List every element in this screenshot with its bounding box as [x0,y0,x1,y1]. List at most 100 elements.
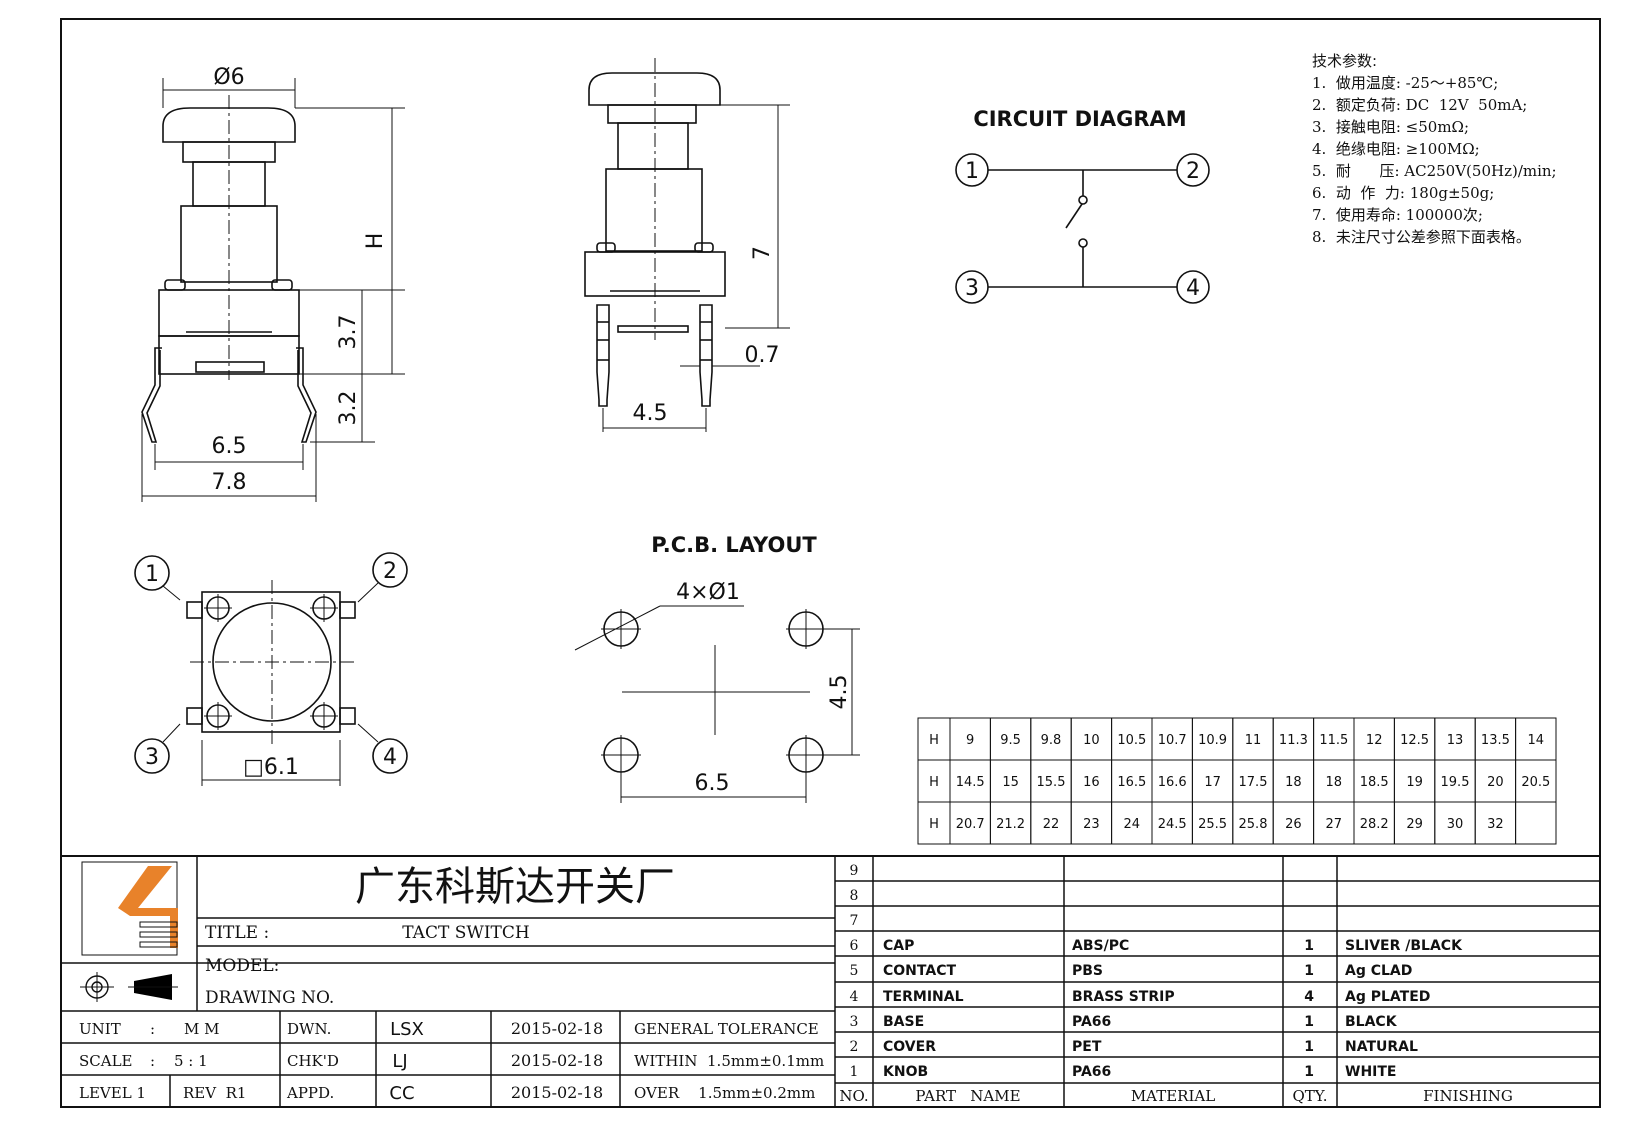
h-table-row-label: H [929,817,939,832]
bom-no: 1 [850,1064,859,1080]
dim-height: H [363,233,388,250]
bom-no: 7 [850,913,859,929]
dim-pin-span-outer: 7.8 [212,470,247,495]
title-value: TACT SWITCH [402,923,529,943]
title-block [61,855,1600,1107]
bom-finishing: Ag CLAD [1345,963,1412,979]
h-table-value: 27 [1326,817,1343,832]
bom-material: PA66 [1072,1014,1111,1030]
appd-label: APPD. [286,1084,334,1102]
bom-no: 5 [850,963,859,979]
bom-no: 2 [850,1039,859,1055]
bom-part-name: COVER [883,1039,936,1055]
dim-pin-width: 0.7 [745,343,780,368]
bom-material: ABS/PC [1072,938,1129,954]
h-table-value: 13 [1447,733,1464,748]
bom-header-part: PART NAME [915,1087,1020,1105]
h-table-value: 12.5 [1400,733,1429,748]
h-table-value: 17.5 [1239,775,1268,790]
h-table-value: 28.2 [1360,817,1389,832]
h-table-value: 20 [1487,775,1504,790]
bom-material: BRASS STRIP [1072,989,1175,1005]
h-table-value: 15.5 [1037,775,1066,790]
bom-material: PBS [1072,963,1103,979]
bom-header-finishing: FINISHING [1423,1087,1513,1105]
h-table-value: 19.5 [1441,775,1470,790]
chkd-date: 2015-02-18 [511,1051,603,1070]
h-table-value: 32 [1487,817,1504,832]
tolerance-over: OVER 1.5mm±0.2mm [634,1084,815,1102]
circuit-pin-2: 2 [1186,159,1200,184]
h-table-value: 18 [1326,775,1343,790]
circuit-pin-3: 3 [965,276,979,301]
dim-body-h: 3.7 [336,315,361,350]
h-table-value: 11.3 [1279,733,1308,748]
bom-header: NO. PART NAME MATERIAL QTY. FINISHING [839,1087,1513,1105]
h-table-value: 16.6 [1158,775,1187,790]
h-table-value: 19 [1406,775,1423,790]
bom-qty: 1 [1304,938,1314,954]
title-label: TITLE : [205,923,269,943]
bom-qty: 4 [1304,989,1314,1005]
scale-value: 5 : 1 [174,1052,208,1070]
h-table-value: 24.5 [1158,817,1187,832]
spec-item: 8. 未注尺寸公差参照下面表格。 [1312,228,1531,246]
bom-part-name: BASE [883,1014,924,1030]
h-table-value: 14.5 [956,775,985,790]
bom-qty: 1 [1304,1039,1314,1055]
h-table-value: 13.5 [1481,733,1510,748]
h-table-value: 16.5 [1117,775,1146,790]
bom-finishing: Ag PLATED [1345,989,1430,1005]
spec-item: 7. 使用寿命: 100000次; [1312,206,1483,224]
dim-side-h: 7 [750,246,775,260]
h-table-value: 18.5 [1360,775,1389,790]
spec-item: 6. 动 作 力: 180g±50g; [1312,184,1494,202]
drawing-frame [60,18,1601,1108]
bom-finishing: NATURAL [1345,1039,1418,1055]
bom-part-name: CAP [883,938,914,954]
rev-label: REV R1 [183,1084,246,1102]
scale-colon: : [150,1052,155,1070]
bom-qty: 1 [1304,1064,1314,1080]
dim-pin-h: 3.2 [336,391,361,426]
spec-item: 4. 绝缘电阻: ≥100MΩ; [1312,140,1480,158]
appd-name: CC [389,1083,414,1104]
model-label: MODEL: [205,956,279,976]
dwn-name: LSX [390,1019,424,1040]
h-table-value: 11 [1245,733,1262,748]
chkd-label: CHK'D [287,1052,339,1070]
top-pin-3: 3 [145,745,159,770]
projection-symbol-icon [80,972,178,1002]
spec-item: 1. 做用温度: -25～+85℃; [1312,74,1498,92]
pcb-layout [574,605,860,803]
dim-side-pitch: 4.5 [633,401,668,426]
dim-body-square: □6.1 [243,755,299,780]
h-table-value: 15 [1002,775,1019,790]
dim-pin-span-inner: 6.5 [212,434,247,459]
h-table-value: 10.5 [1117,733,1146,748]
bom-qty: 1 [1304,963,1314,979]
bom-part-name: KNOB [883,1064,928,1080]
h-table-value: 16 [1083,775,1100,790]
h-table-value: 26 [1285,817,1302,832]
pcb-layout-title: P.C.B. LAYOUT [651,533,817,557]
unit-value: M M [184,1020,220,1038]
dim-pcb-holes: 4×Ø1 [676,580,740,605]
h-table-cell [1515,801,1557,845]
tolerance-within: WITHIN 1.5mm±0.1mm [634,1052,824,1070]
h-table-value: 10 [1083,733,1100,748]
h-table-value: 25.8 [1239,817,1268,832]
bom-no: 8 [850,888,859,904]
circuit-diagram-title: CIRCUIT DIAGRAM [973,107,1186,131]
side-view [584,58,790,432]
h-table-value: 30 [1447,817,1464,832]
h-table-value: 25.5 [1198,817,1227,832]
bom-part-name: CONTACT [883,963,956,979]
top-pin-1: 1 [145,562,159,587]
company-name: 广东科斯达开关厂 [355,864,675,910]
h-table-row-label: H [929,733,939,748]
h-table-value: 9.5 [1000,733,1021,748]
dwn-label: DWN. [287,1020,331,1038]
h-table-value: 11.5 [1319,733,1348,748]
bom-qty: 1 [1304,1014,1314,1030]
